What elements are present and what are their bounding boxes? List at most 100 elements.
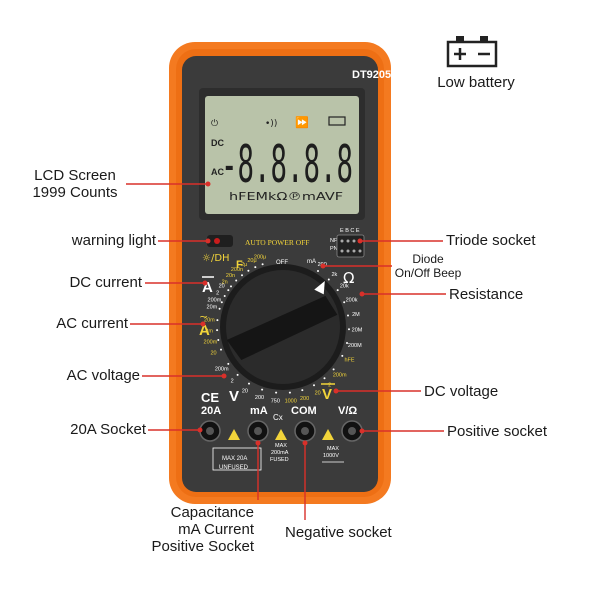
dial-tick-v-dc: 20 [315,390,321,396]
dial-tick-f: 200n [231,267,243,273]
dial-tick-ohm: 20M [352,328,363,334]
dial-tick-a-ac: 20m [204,317,215,323]
dial-tick-labels: 2n20n200n2μ20μ200μ20m200m22020200m2m20m2… [204,255,363,405]
range-a-dc-label: A [202,279,213,296]
range-v-ac-label: V [229,388,239,405]
warning-light-callout: warning light [71,232,156,249]
dc-current-callout: DC current [69,274,142,291]
dial-tick-right-low: hFE [344,357,354,363]
svg-text:MAX: MAX [275,443,287,449]
dial-tick-ohm: 200k [346,297,358,303]
cx-label: Cx [273,413,283,422]
dial-tick-dot [220,348,222,351]
dial-tick-dot [348,328,350,331]
dial-tick-v-dc: 1000 [285,399,297,405]
battery-icon [446,36,498,68]
dial-tick-dot [347,314,349,317]
dial-tick-v-ac: 200 [255,395,264,401]
range-ohm-label: Ω [343,269,354,287]
dial-tick-dot [248,382,250,385]
range-a-ac-label: A [199,322,210,339]
range-v-dc-label: V [322,386,332,403]
svg-text:⏩: ⏩ [295,116,309,129]
dial-tick-dot [275,391,278,394]
warning-triangle-icon [228,429,240,440]
dial-tick-v-ac: 750 [271,399,280,405]
dial-tick-dot [336,289,339,292]
warning-triangle-icon [275,429,287,440]
dial-tick-f: 20n [226,273,235,279]
dial-tick-dot [216,319,219,322]
dial-tick-ohm: 2k [331,272,337,278]
dial-tick-f: 2μ [241,262,247,268]
dial-tick-dot [227,362,230,365]
dial-tick-ohm: 20k [340,284,349,290]
dial-tick-dot [230,285,232,288]
dial-tick-a-dc: 2 [216,290,219,296]
callout-lines [126,183,446,520]
lcd-dc-label: DC [211,138,224,148]
svg-text:⏻: ⏻ [211,118,218,129]
dial-tick-a-ac: 20 [210,350,216,356]
dial-tick-v-dc: 200m [333,373,347,379]
dial-tick-dot [288,391,291,394]
dial-tick-a-dc: 20m [207,305,218,311]
svg-text:MAX: MAX [327,446,339,452]
dial-tick-dot [327,278,330,281]
max-20a-label: MAX 20A [222,456,247,462]
svg-text:~: ~ [199,310,208,323]
dial-tick-dot [235,279,238,282]
lcd-ac-label: AC [211,167,224,177]
lcd-screen-callout: LCD Screen 1999 Counts [32,167,118,201]
dial-tick-dot [247,269,250,272]
svg-text:1000V: 1000V [323,453,339,459]
svg-text:200mA: 200mA [271,450,289,456]
unfused-label: UNFUSED [219,465,249,471]
negative-socket-callout: Negative socket [285,524,392,541]
dial-tick-dot [261,388,264,391]
dial-tick-dot [341,354,344,357]
jack-label-20a: 20A [201,405,221,417]
resistance-callout: Resistance [449,286,524,303]
positive-socket-callout: Positive socket [447,423,548,440]
lcd-screen: ⏻ •)) ⏩ DC AC -8.8.8.8 hFEMkΩ℗mAVF [199,88,365,220]
dial-tick-dot [254,266,257,269]
dial-tick-dot [218,307,221,310]
lcd-units: hFEMkΩ℗mAVF [229,190,343,203]
dial-tick-f: 20μ [247,258,256,264]
dial-tick-v-ac: 20 [242,388,248,394]
jack-label-v-ohm: V/Ω [338,405,357,417]
dial-tick-f: 2n [222,279,228,285]
capacitance-callout: Capacitance mA Current Positive Socket [151,504,254,555]
ac-current-callout: AC current [56,315,128,332]
data-hold-label: ☼/DH [202,253,230,264]
dial-tick-v-ac: 2 [231,379,234,385]
rotary-dial[interactable] [220,264,346,390]
socket-20a-callout: 20A Socket [70,421,146,438]
svg-text:FUSED: FUSED [270,457,289,463]
dial-tick-f: 200μ [254,255,266,261]
dial-tick-dot [220,301,223,304]
dial-tick-dot [236,373,239,376]
dial-tick-dot [323,377,326,380]
dial-tick-a-ac: 200m [204,340,218,346]
jack-label-com: COM [291,405,317,417]
dial-tick-dot [301,389,304,392]
svg-text:PNP: PNP [330,246,342,252]
dial-tick-a-dc: 20 [219,284,225,290]
dial-tick-v-ac: 200m [215,366,229,372]
dial-tick-dot [241,274,243,277]
auto-power-off-label: AUTO POWER OFF [245,238,309,247]
dial-tick-a-dc: 200m [208,297,222,303]
dial-tick-dot [227,289,230,292]
low-battery-label: Low battery [437,74,515,91]
warning-triangle-icon [322,429,334,440]
ce-mark: CE [201,390,219,405]
dial-tick-a-ac: 2m [205,328,213,334]
dial-tick-dot [261,263,264,266]
off-label: OFF [276,260,288,266]
range-f-label: F [236,259,243,271]
dial-tick-dot [313,384,315,387]
model-label: DT9205A [352,69,399,81]
